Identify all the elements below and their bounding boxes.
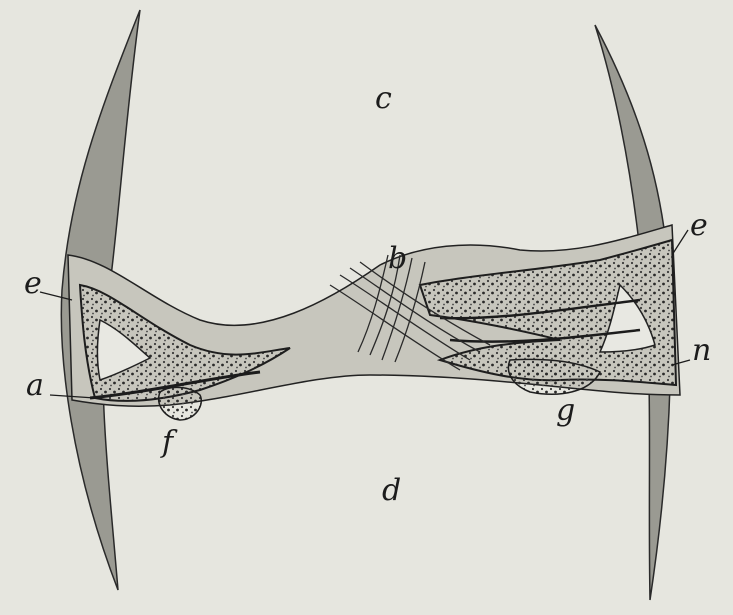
label-e-left: e xyxy=(24,266,42,301)
label-c: c xyxy=(375,81,392,116)
label-e-right: e xyxy=(690,208,708,243)
label-d: d xyxy=(382,473,401,508)
label-g: g xyxy=(556,393,575,428)
label-n: n xyxy=(692,333,711,368)
label-a: a xyxy=(26,368,44,403)
label-b: b xyxy=(388,241,407,276)
